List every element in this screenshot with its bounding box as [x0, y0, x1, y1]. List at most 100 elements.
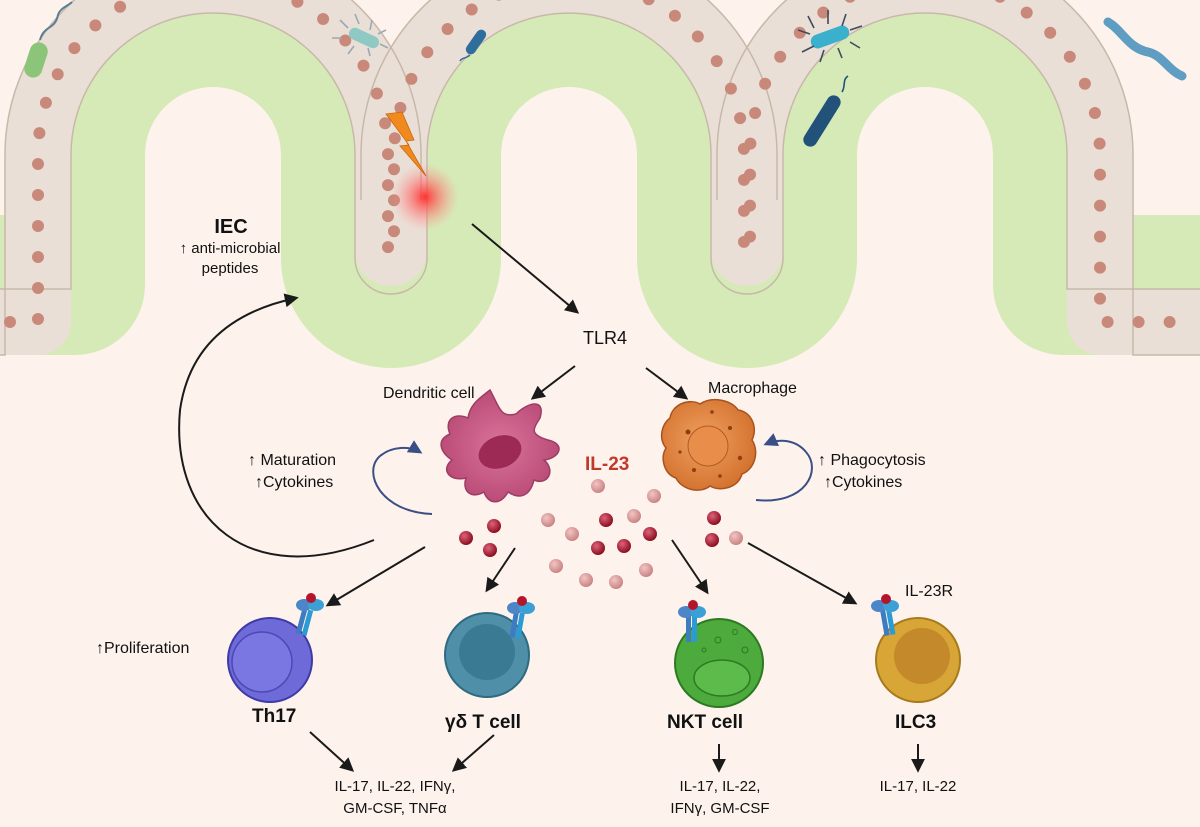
- gd-t-cell-icon: [444, 612, 530, 698]
- nucleus: [382, 179, 394, 192]
- il23-receptor-icon: [295, 593, 324, 636]
- nucleus: [744, 199, 756, 212]
- epithelial-nuclei: [4, 0, 1176, 328]
- arrow-th17-out: [309, 731, 355, 772]
- epithelial-cell-border-outer: [0, 12, 1200, 295]
- nucleus: [691, 30, 704, 43]
- nucleus: [1094, 230, 1106, 243]
- nucleus: [744, 230, 756, 243]
- nucleus: [465, 3, 478, 16]
- nucleus: [388, 163, 400, 176]
- il23-particle: [579, 573, 593, 587]
- nucleus: [4, 316, 16, 328]
- il23-particle: [707, 511, 721, 525]
- nucleus: [382, 210, 394, 223]
- nucleus: [114, 0, 127, 13]
- th17-label: Th17: [252, 706, 297, 727]
- dc-effect-cytokines: ↑Cytokines: [255, 474, 334, 491]
- nucleus: [339, 34, 352, 47]
- il23r-label: IL-23R: [905, 583, 954, 600]
- bacterium-icon: [803, 75, 849, 147]
- nkt-output-line1: IL-17, IL-22,: [679, 778, 761, 795]
- arrow-tlr4-to-dc: [530, 365, 576, 400]
- nucleus: [32, 158, 44, 170]
- bacterium-icon: [459, 29, 487, 62]
- nucleus: [749, 107, 762, 119]
- nucleus: [642, 0, 655, 6]
- iec-line1: ↑ anti-microbial: [179, 240, 281, 257]
- il23-particle: [599, 513, 613, 527]
- epithelium-mucus: [0, 0, 1200, 368]
- nucleus: [51, 68, 64, 81]
- nucleus: [405, 72, 418, 85]
- th17-gd-output-line2: GM-CSF, TNFα: [343, 800, 447, 817]
- nucleus: [291, 0, 304, 8]
- nucleus: [317, 13, 330, 25]
- nucleus: [759, 77, 772, 90]
- nucleus: [1078, 77, 1091, 90]
- iec-line2: peptides: [201, 260, 259, 277]
- nucleus: [1093, 137, 1106, 150]
- proliferation-label: ↑Proliferation: [96, 640, 190, 657]
- nucleus: [388, 225, 400, 238]
- lightning-bolt-icon: [385, 111, 427, 177]
- il23-particle: [729, 531, 743, 545]
- nucleus: [32, 189, 44, 201]
- nucleus: [1044, 26, 1057, 39]
- ilc3-output: IL-17, IL-22: [879, 778, 957, 795]
- nucleus: [421, 46, 434, 59]
- ilc3-cell-icon: [875, 617, 961, 703]
- nucleus: [33, 127, 46, 140]
- gd-t-cell-label: γδ T cell: [445, 712, 521, 733]
- nucleus: [668, 9, 681, 22]
- nucleus: [734, 112, 747, 125]
- nucleus: [1094, 292, 1106, 305]
- nucleus: [1094, 261, 1106, 274]
- nucleus: [382, 148, 394, 161]
- il23-particle: [459, 531, 473, 545]
- iec-title: IEC: [214, 216, 248, 238]
- mac-effect-phagocytosis: ↑ Phagocytosis: [818, 452, 926, 469]
- nucleus: [32, 313, 44, 325]
- nucleus: [382, 241, 394, 254]
- nucleus: [68, 42, 81, 55]
- tlr4-label: TLR4: [583, 328, 628, 348]
- arrow-tlr4-to-macrophage: [645, 367, 689, 400]
- nucleus: [1101, 316, 1114, 328]
- il23-particle: [483, 543, 497, 557]
- nucleus: [379, 117, 392, 130]
- nucleus: [1094, 199, 1106, 212]
- bacterium-icon: [1103, 17, 1187, 81]
- il23-particle: [639, 563, 653, 577]
- bacterium-icon: [797, 10, 863, 63]
- nucleus: [744, 137, 757, 150]
- nucleus: [1063, 50, 1076, 63]
- arrow-to-gd-t-cell: [485, 547, 516, 593]
- dendritic-cell-label: Dendritic cell: [383, 385, 475, 402]
- il23-receptor-icon: [871, 594, 899, 637]
- nucleus: [1020, 6, 1033, 19]
- nucleus: [32, 220, 44, 232]
- nucleus: [32, 282, 44, 294]
- il23-particle: [705, 533, 719, 547]
- il23-cytokine-particles: [459, 479, 743, 589]
- arrow-to-nkt-cell: [671, 539, 709, 595]
- il23-particle: [627, 509, 641, 523]
- epithelial-cell-border-inner: [0, 0, 1200, 356]
- nucleus: [496, 0, 502, 1]
- inflammation-glow-icon: [391, 163, 459, 231]
- nucleus: [1088, 107, 1101, 119]
- nucleus: [32, 251, 44, 263]
- nucleus: [994, 0, 1006, 3]
- nucleus: [370, 87, 383, 100]
- il23-particle: [591, 479, 605, 493]
- mac-effect-cytokines: ↑Cytokines: [824, 474, 903, 491]
- il23-particle: [591, 541, 605, 555]
- nucleus: [774, 50, 787, 63]
- il23-particle: [549, 559, 563, 573]
- ilc3-label: ILC3: [895, 712, 937, 733]
- il23-receptor-icon: [507, 596, 535, 639]
- il23-receptor-icon: [678, 600, 706, 642]
- arrow-to-iec: [178, 293, 375, 558]
